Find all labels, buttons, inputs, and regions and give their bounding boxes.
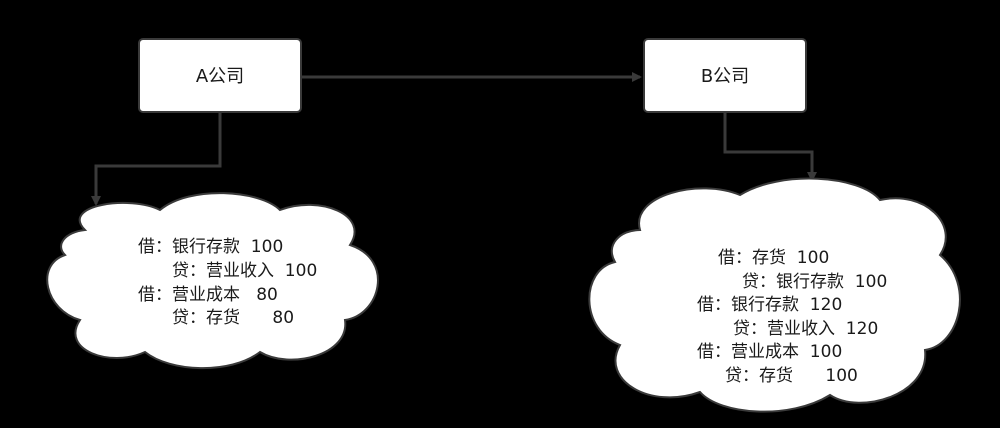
cloud-company-b: 借：存货 100 贷：银行存款 100 借：银行存款 120 贷：营业收入 12… [588,177,961,413]
cloud-company-a: 借：银行存款 100 贷：营业收入 100 借：营业成本 80 贷：存货 80 [46,192,379,370]
node-company-a: A公司 [138,38,302,113]
cloud-a-entry-2: 贷：营业收入 100 [172,261,317,281]
cloud-a-entry-4: 贷：存货 80 [172,308,294,328]
cloud-b-entry-3: 借：银行存款 120 [697,295,842,315]
cloud-b-entry-1: 借：存货 100 [718,248,829,268]
cloud-a-shape [46,192,379,370]
cloud-a-entry-3: 借：营业成本 80 [138,285,278,305]
cloud-a-entry-1: 借：银行存款 100 [138,237,283,257]
company-a-label: A公司 [196,66,244,87]
company-b-label: B公司 [701,66,749,87]
cloud-b-shape [588,177,961,413]
cloud-b-entry-6: 贷：存货 100 [725,366,858,386]
connector-a-to-cloud-a [91,113,222,206]
cloud-b-entry-2: 贷：银行存款 100 [742,272,887,292]
connector-b-to-cloud-b [723,113,817,182]
cloud-b-entry-4: 贷：营业收入 120 [733,319,878,339]
cloud-b-entry-5: 借：营业成本 100 [697,342,842,362]
node-company-b: B公司 [643,38,807,113]
